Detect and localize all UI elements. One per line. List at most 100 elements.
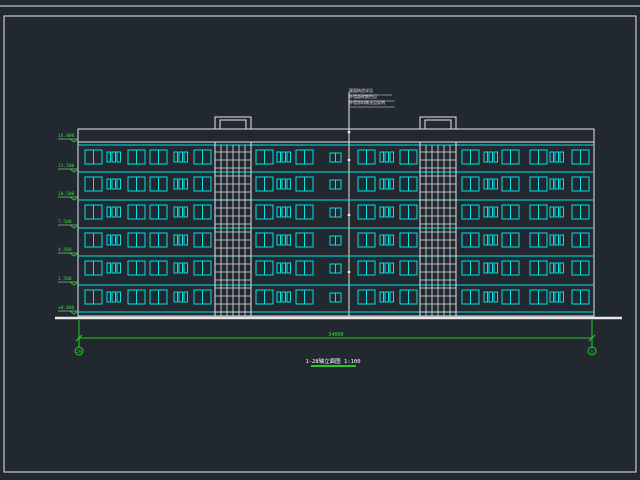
window <box>183 206 188 218</box>
window <box>178 178 183 190</box>
window <box>106 262 111 274</box>
window <box>173 234 178 246</box>
dimension-tick-right <box>588 334 596 342</box>
window <box>384 206 389 218</box>
window <box>281 151 286 163</box>
storey-2-windows <box>84 260 590 276</box>
window <box>389 234 394 246</box>
axis-label-left: 28 <box>76 349 82 355</box>
window <box>178 262 183 274</box>
storey-6-windows <box>84 149 590 165</box>
window <box>389 262 394 274</box>
window <box>559 151 564 163</box>
window <box>493 234 498 246</box>
window <box>389 178 394 190</box>
window <box>379 291 384 303</box>
level-label: ±0.000 <box>58 305 75 311</box>
window <box>493 262 498 274</box>
window <box>178 234 183 246</box>
window <box>379 151 384 163</box>
level-marker <box>69 168 79 173</box>
level-marker <box>69 224 79 229</box>
window <box>173 151 178 163</box>
window <box>554 291 559 303</box>
annotation-note: 外墙涂料做法见说明 <box>349 99 385 105</box>
window <box>389 291 394 303</box>
window <box>483 206 488 218</box>
window <box>116 262 121 274</box>
window <box>384 178 389 190</box>
dimension-tick-left <box>75 334 83 342</box>
window <box>493 151 498 163</box>
window <box>554 234 559 246</box>
level-label: 16.800 <box>58 133 75 139</box>
window <box>276 178 281 190</box>
window <box>286 234 291 246</box>
window <box>183 151 188 163</box>
window <box>116 291 121 303</box>
window <box>488 206 493 218</box>
window <box>379 178 384 190</box>
window <box>493 291 498 303</box>
window <box>173 178 178 190</box>
window <box>183 234 188 246</box>
window <box>106 291 111 303</box>
storey-3-windows <box>84 232 590 248</box>
axis-tick <box>347 213 351 217</box>
annotation-note: 屋面构造详见 <box>349 87 373 93</box>
window <box>488 291 493 303</box>
window <box>559 234 564 246</box>
window <box>276 206 281 218</box>
window <box>116 234 121 246</box>
window <box>276 291 281 303</box>
window <box>379 234 384 246</box>
window <box>389 151 394 163</box>
window <box>106 178 111 190</box>
window <box>178 206 183 218</box>
window <box>559 262 564 274</box>
storey-5-windows <box>84 176 590 192</box>
window <box>281 291 286 303</box>
level-marker <box>69 310 79 315</box>
window <box>276 262 281 274</box>
drawing-title: 1-28轴立面图 1:100 <box>305 357 360 365</box>
window <box>116 206 121 218</box>
window <box>483 262 488 274</box>
stair-tower-right <box>419 141 457 317</box>
window <box>488 151 493 163</box>
window <box>276 151 281 163</box>
storey-4-windows <box>84 204 590 220</box>
window <box>549 206 554 218</box>
window <box>116 178 121 190</box>
axis-bubble-right <box>587 346 597 356</box>
axis-label-right: ① <box>590 349 595 355</box>
annotation-note: 外墙面砖颜色见 <box>349 93 377 99</box>
building-facade <box>77 92 595 317</box>
window <box>554 262 559 274</box>
window <box>384 262 389 274</box>
window <box>106 151 111 163</box>
window <box>111 291 116 303</box>
overall-dimension-text: 54000 <box>328 332 343 338</box>
storey-1-windows <box>84 289 590 305</box>
window <box>483 151 488 163</box>
roof-penthouse-right-inner <box>424 119 452 130</box>
window <box>384 151 389 163</box>
window <box>488 178 493 190</box>
window <box>384 291 389 303</box>
window <box>183 178 188 190</box>
window <box>549 178 554 190</box>
drawing-border <box>3 15 637 473</box>
window <box>379 206 384 218</box>
level-marker <box>69 252 79 257</box>
window <box>559 178 564 190</box>
axis-bubble-left <box>74 346 84 356</box>
window <box>488 234 493 246</box>
window <box>554 178 559 190</box>
window <box>178 151 183 163</box>
window <box>286 262 291 274</box>
window <box>389 206 394 218</box>
